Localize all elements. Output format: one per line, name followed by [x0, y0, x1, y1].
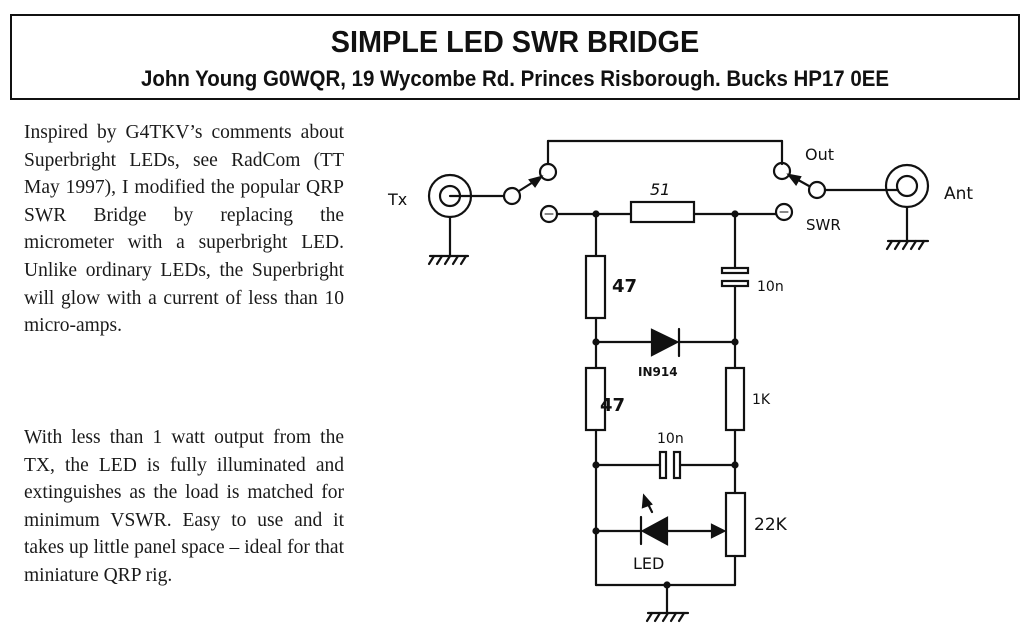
label-led: LED: [633, 554, 664, 573]
label-r-1k: 1K: [752, 392, 771, 408]
label-pot: 22K: [754, 515, 788, 535]
label-c-mid: 10n: [657, 431, 684, 447]
author-address: John Young G0WQR, 19 Wycombe Rd. Princes…: [140, 66, 890, 91]
capacitor-10n-mid-icon: [658, 450, 682, 480]
label-tx: Tx: [387, 190, 407, 209]
circuit-schematic: Tx Ant Out SWR 51 47 47 10n 10n IN914 1K…: [387, 139, 973, 623]
page-title: SIMPLE LED SWR BRIDGE: [330, 24, 700, 59]
label-r-51: 51: [650, 180, 670, 199]
label-r-47-top: 47: [612, 276, 637, 297]
potentiometer-22k-icon: [724, 491, 747, 558]
article-paragraph-1: Inspired by G4TKV’s comments about Super…: [24, 122, 344, 337]
wiper-arrow-icon: [710, 523, 727, 539]
resistor-47-top-icon: [584, 254, 607, 320]
ant-connector-icon: [884, 163, 930, 242]
label-diode: IN914: [638, 365, 678, 379]
diode-icon: [650, 327, 681, 358]
label-out: Out: [805, 145, 834, 164]
resistor-1k-icon: [724, 366, 746, 432]
ground-icon: [427, 254, 470, 266]
article-paragraph-2: With less than 1 watt output from the TX…: [24, 427, 344, 586]
right-switch-icon: [772, 161, 900, 222]
label-r-47-bottom: 47: [600, 395, 625, 416]
ground-icon: [645, 611, 690, 623]
led-icon: [639, 493, 669, 546]
header-box: SIMPLE LED SWR BRIDGE John Young G0WQR, …: [10, 14, 1020, 100]
capacitor-10n-top-icon: [720, 266, 750, 288]
label-c-top: 10n: [757, 279, 784, 295]
left-switch-icon: [502, 162, 559, 224]
tx-connector-icon: [427, 173, 506, 257]
label-ant: Ant: [944, 184, 973, 204]
resistor-51-icon: [629, 200, 696, 224]
label-swr: SWR: [806, 216, 841, 234]
ground-icon: [885, 239, 930, 251]
